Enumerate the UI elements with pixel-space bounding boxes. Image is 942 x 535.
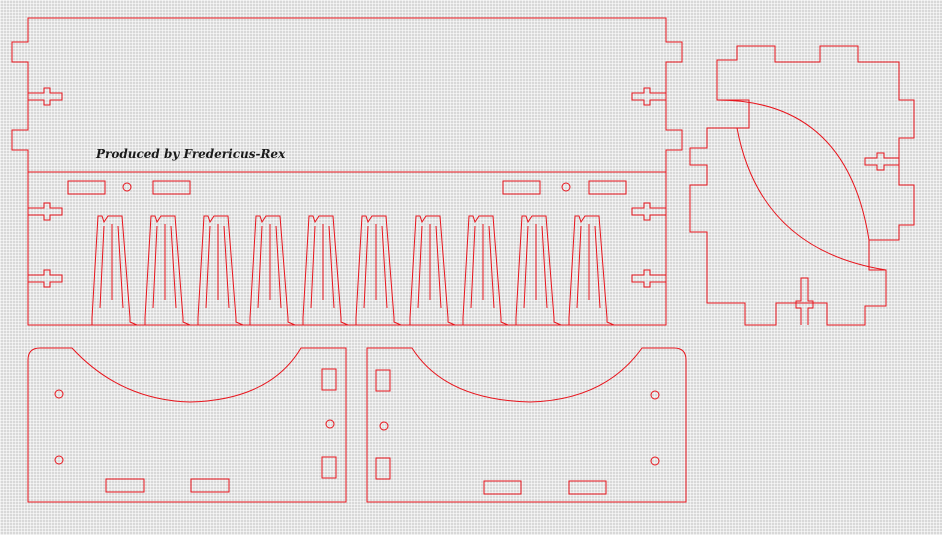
round-hole — [325, 419, 335, 429]
panel-bottom-left — [27, 347, 347, 503]
finger-slit — [310, 225, 316, 309]
finger-slit — [523, 225, 529, 309]
panel-bottom-right — [366, 347, 687, 503]
peg-slot — [864, 152, 899, 171]
comb-finger — [91, 215, 138, 326]
rect-slot — [502, 180, 541, 195]
rect-slot — [190, 478, 230, 493]
peg-slot — [28, 269, 63, 288]
round-hole — [54, 389, 64, 399]
panel-bottom-left-outline — [27, 347, 347, 503]
peg-slot — [631, 269, 666, 288]
panel-side-quarter — [689, 45, 915, 326]
rect-slot — [375, 369, 391, 392]
comb-finger — [355, 215, 402, 326]
comb-finger — [249, 215, 296, 326]
finger-slit — [328, 225, 335, 309]
finger-slit — [257, 225, 263, 309]
finger-slit — [205, 225, 211, 309]
peg-slot — [631, 202, 666, 221]
quarter-arc-outer — [716, 99, 870, 241]
round-hole — [54, 455, 64, 465]
rect-slot — [568, 480, 607, 495]
comb-finger — [462, 215, 509, 326]
finger-slit — [223, 225, 230, 309]
peg-slot — [28, 202, 63, 221]
comb-finger — [515, 215, 562, 326]
finger-slit — [541, 225, 548, 309]
finger-slit — [470, 225, 476, 309]
comb-finger — [409, 215, 456, 326]
rect-slot — [588, 180, 627, 195]
comb-finger — [144, 215, 191, 326]
finger-slit — [594, 225, 601, 309]
finger-slit — [488, 225, 495, 309]
round-hole — [650, 390, 660, 400]
rect-slot — [152, 180, 191, 195]
finger-slit — [117, 225, 124, 309]
finger-slit — [170, 225, 177, 309]
finger-slit — [435, 225, 442, 309]
rect-slot — [67, 180, 106, 195]
round-hole — [122, 182, 132, 192]
finger-slit — [576, 225, 582, 309]
rect-slot — [321, 456, 337, 479]
comb-finger — [302, 215, 349, 326]
peg-slot — [28, 87, 63, 106]
comb-finger — [197, 215, 244, 326]
finger-slit — [99, 225, 105, 309]
finger-slit — [275, 225, 282, 309]
rect-slot — [483, 480, 522, 495]
round-hole — [379, 421, 389, 431]
round-hole — [561, 182, 571, 192]
round-hole — [650, 456, 660, 466]
finger-slit — [381, 225, 388, 309]
rect-slot — [375, 457, 391, 480]
panel-side-quarter-outline — [689, 45, 915, 326]
finger-slit — [417, 225, 423, 309]
comb-fingers — [91, 215, 615, 326]
panel-top-long-outline — [11, 17, 683, 326]
finger-slit — [152, 225, 158, 309]
peg-slot — [795, 277, 814, 325]
rect-slot — [105, 478, 145, 493]
rect-slot — [321, 368, 337, 391]
finger-slit — [363, 225, 369, 309]
peg-slot — [631, 87, 666, 106]
comb-finger — [568, 215, 615, 326]
credit-label: Produced by Fredericus-Rex — [95, 147, 286, 161]
quarter-arc-inner — [736, 127, 887, 271]
panel-bottom-right-outline — [366, 347, 687, 503]
panel-top-long: Produced by Fredericus-Rex — [11, 17, 683, 326]
